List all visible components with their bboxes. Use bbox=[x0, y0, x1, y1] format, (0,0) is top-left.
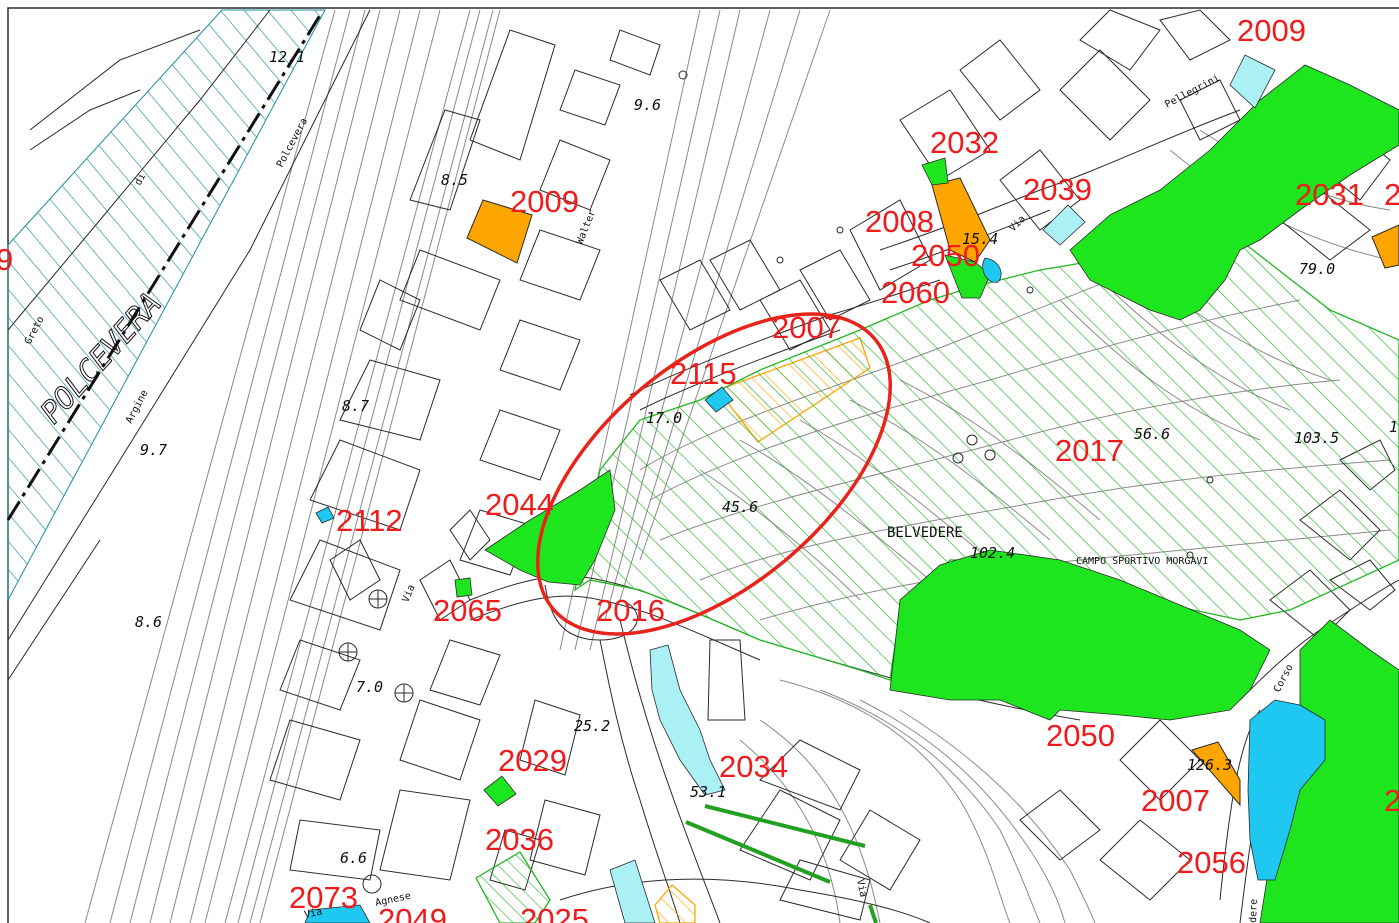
zone-label: 2050 bbox=[911, 238, 980, 273]
elevation-label: 15.4 bbox=[962, 230, 998, 248]
zone-label: 2007 bbox=[1141, 783, 1210, 818]
zone-label: 2050 bbox=[1046, 718, 1115, 753]
elevation-label: 6.6 bbox=[340, 849, 367, 867]
river-polcevera-area bbox=[7, 9, 326, 601]
zone-label: 2031 bbox=[1295, 177, 1364, 212]
green-edges bbox=[685, 804, 878, 923]
orange-plot-2007b bbox=[1191, 741, 1241, 807]
elevation-labels: 12.1 9.6 8.5 15.4 79.0 8.7 9.7 17.0 56.6… bbox=[135, 48, 1398, 867]
map-symbols bbox=[338, 70, 1214, 894]
zone-label: 2060 bbox=[881, 275, 950, 310]
highlight-ellipse bbox=[536, 312, 892, 636]
elevation-label: 56.6 bbox=[1134, 425, 1170, 443]
elevation-label: 102.4 bbox=[970, 544, 1015, 562]
street-label: di bbox=[133, 172, 148, 188]
zone-label: 2008 bbox=[865, 204, 934, 239]
elevation-label: 79.0 bbox=[1299, 260, 1335, 278]
zone-label: 2 bbox=[1384, 783, 1399, 818]
elevation-label: 7.0 bbox=[356, 678, 383, 696]
zone-label: 2112 bbox=[336, 503, 403, 538]
cyan-area-2056 bbox=[1247, 699, 1326, 881]
zone-labels: 2009 2032 2009 2039 2031 2008 2050 2060 … bbox=[0, 13, 1399, 923]
zone-label: 2 bbox=[1384, 177, 1399, 212]
green-hatch-zone-2017 bbox=[574, 239, 1399, 681]
zone-label: 2073 bbox=[289, 880, 358, 915]
cyan-pond-2050 bbox=[982, 257, 1002, 283]
zone-label: 2039 bbox=[1023, 172, 1092, 207]
orange-plot-2009 bbox=[466, 199, 533, 264]
green-area-2031 bbox=[1069, 64, 1399, 321]
zone-label: 9 bbox=[0, 242, 13, 277]
zone-label: 2017 bbox=[1055, 433, 1124, 468]
green-area-2044 bbox=[484, 469, 616, 586]
elevation-label: 9.6 bbox=[634, 96, 661, 114]
lightcyan-2034 bbox=[649, 644, 726, 796]
elevation-label: 8.5 bbox=[441, 171, 468, 189]
place-label-campo-sportivo: CAMPO SPORTIVO MORGAVI bbox=[1076, 556, 1208, 567]
cyan-plot-2115 bbox=[704, 386, 734, 413]
cyan-area-2073 bbox=[304, 904, 371, 923]
embankment-lines bbox=[7, 9, 371, 681]
railway-tracks bbox=[84, 9, 831, 923]
light-cyan-zones bbox=[609, 54, 1276, 923]
lightcyan-2009 bbox=[1229, 54, 1276, 109]
zone-label: 2007 bbox=[772, 310, 841, 345]
river-centerline bbox=[6, 11, 324, 521]
street-label: Via bbox=[854, 878, 869, 898]
cyan-zones bbox=[304, 257, 1326, 923]
zone-label: 2036 bbox=[485, 822, 554, 857]
zone-label: 2034 bbox=[719, 749, 788, 784]
orange-hatch-bottom bbox=[654, 884, 696, 923]
green-hatch-2025 bbox=[475, 851, 551, 923]
zone-label: 2009 bbox=[510, 184, 579, 219]
place-labels: BELVEDERE CAMPO SPORTIVO MORGAVI bbox=[887, 525, 1208, 567]
orange-plot-right bbox=[1371, 224, 1399, 269]
green-plot-2065 bbox=[454, 577, 473, 598]
zone-label: 2016 bbox=[596, 593, 665, 628]
zone-label: 2009 bbox=[1237, 13, 1306, 48]
green-zones bbox=[454, 64, 1399, 923]
green-plot-2029 bbox=[483, 775, 517, 807]
zone-label: 2025 bbox=[520, 902, 589, 923]
elevation-label: 12.1 bbox=[269, 48, 305, 66]
green-area-2050b bbox=[889, 549, 1271, 721]
zone-label: 2065 bbox=[433, 593, 502, 628]
green-area-2032 bbox=[921, 157, 949, 186]
zone-label: 2032 bbox=[930, 125, 999, 160]
green-area-2050a bbox=[944, 254, 991, 299]
elevation-label: 1 bbox=[1389, 418, 1398, 436]
elevation-label: 8.6 bbox=[135, 613, 162, 631]
zone-label: 2115 bbox=[670, 356, 737, 391]
elevation-label: 8.7 bbox=[342, 397, 369, 415]
elevation-label: 25.2 bbox=[574, 717, 610, 735]
place-label-belvedere: BELVEDERE bbox=[887, 525, 963, 541]
street-label: Via bbox=[303, 906, 323, 921]
elevation-label: 53.1 bbox=[690, 783, 726, 801]
zone-label: 2049 bbox=[378, 902, 447, 923]
elevation-label: 103.5 bbox=[1294, 429, 1339, 447]
elevation-label: 45.6 bbox=[722, 498, 758, 516]
lightcyan-bottom bbox=[609, 859, 656, 923]
elevation-label: 126.3 bbox=[1187, 756, 1232, 774]
elevation-label: 9.7 bbox=[140, 441, 167, 459]
orange-zones bbox=[466, 177, 1399, 807]
lightcyan-2039 bbox=[1042, 204, 1086, 246]
elevation-label: 17.0 bbox=[646, 409, 682, 427]
street-label: dere bbox=[1248, 899, 1260, 923]
zone-label: 2056 bbox=[1177, 845, 1246, 880]
zone-label: 2029 bbox=[498, 743, 567, 778]
cyan-plot-2112 bbox=[315, 506, 335, 524]
orange-plot-2008 bbox=[931, 177, 991, 263]
zone-label: 2044 bbox=[485, 487, 554, 522]
